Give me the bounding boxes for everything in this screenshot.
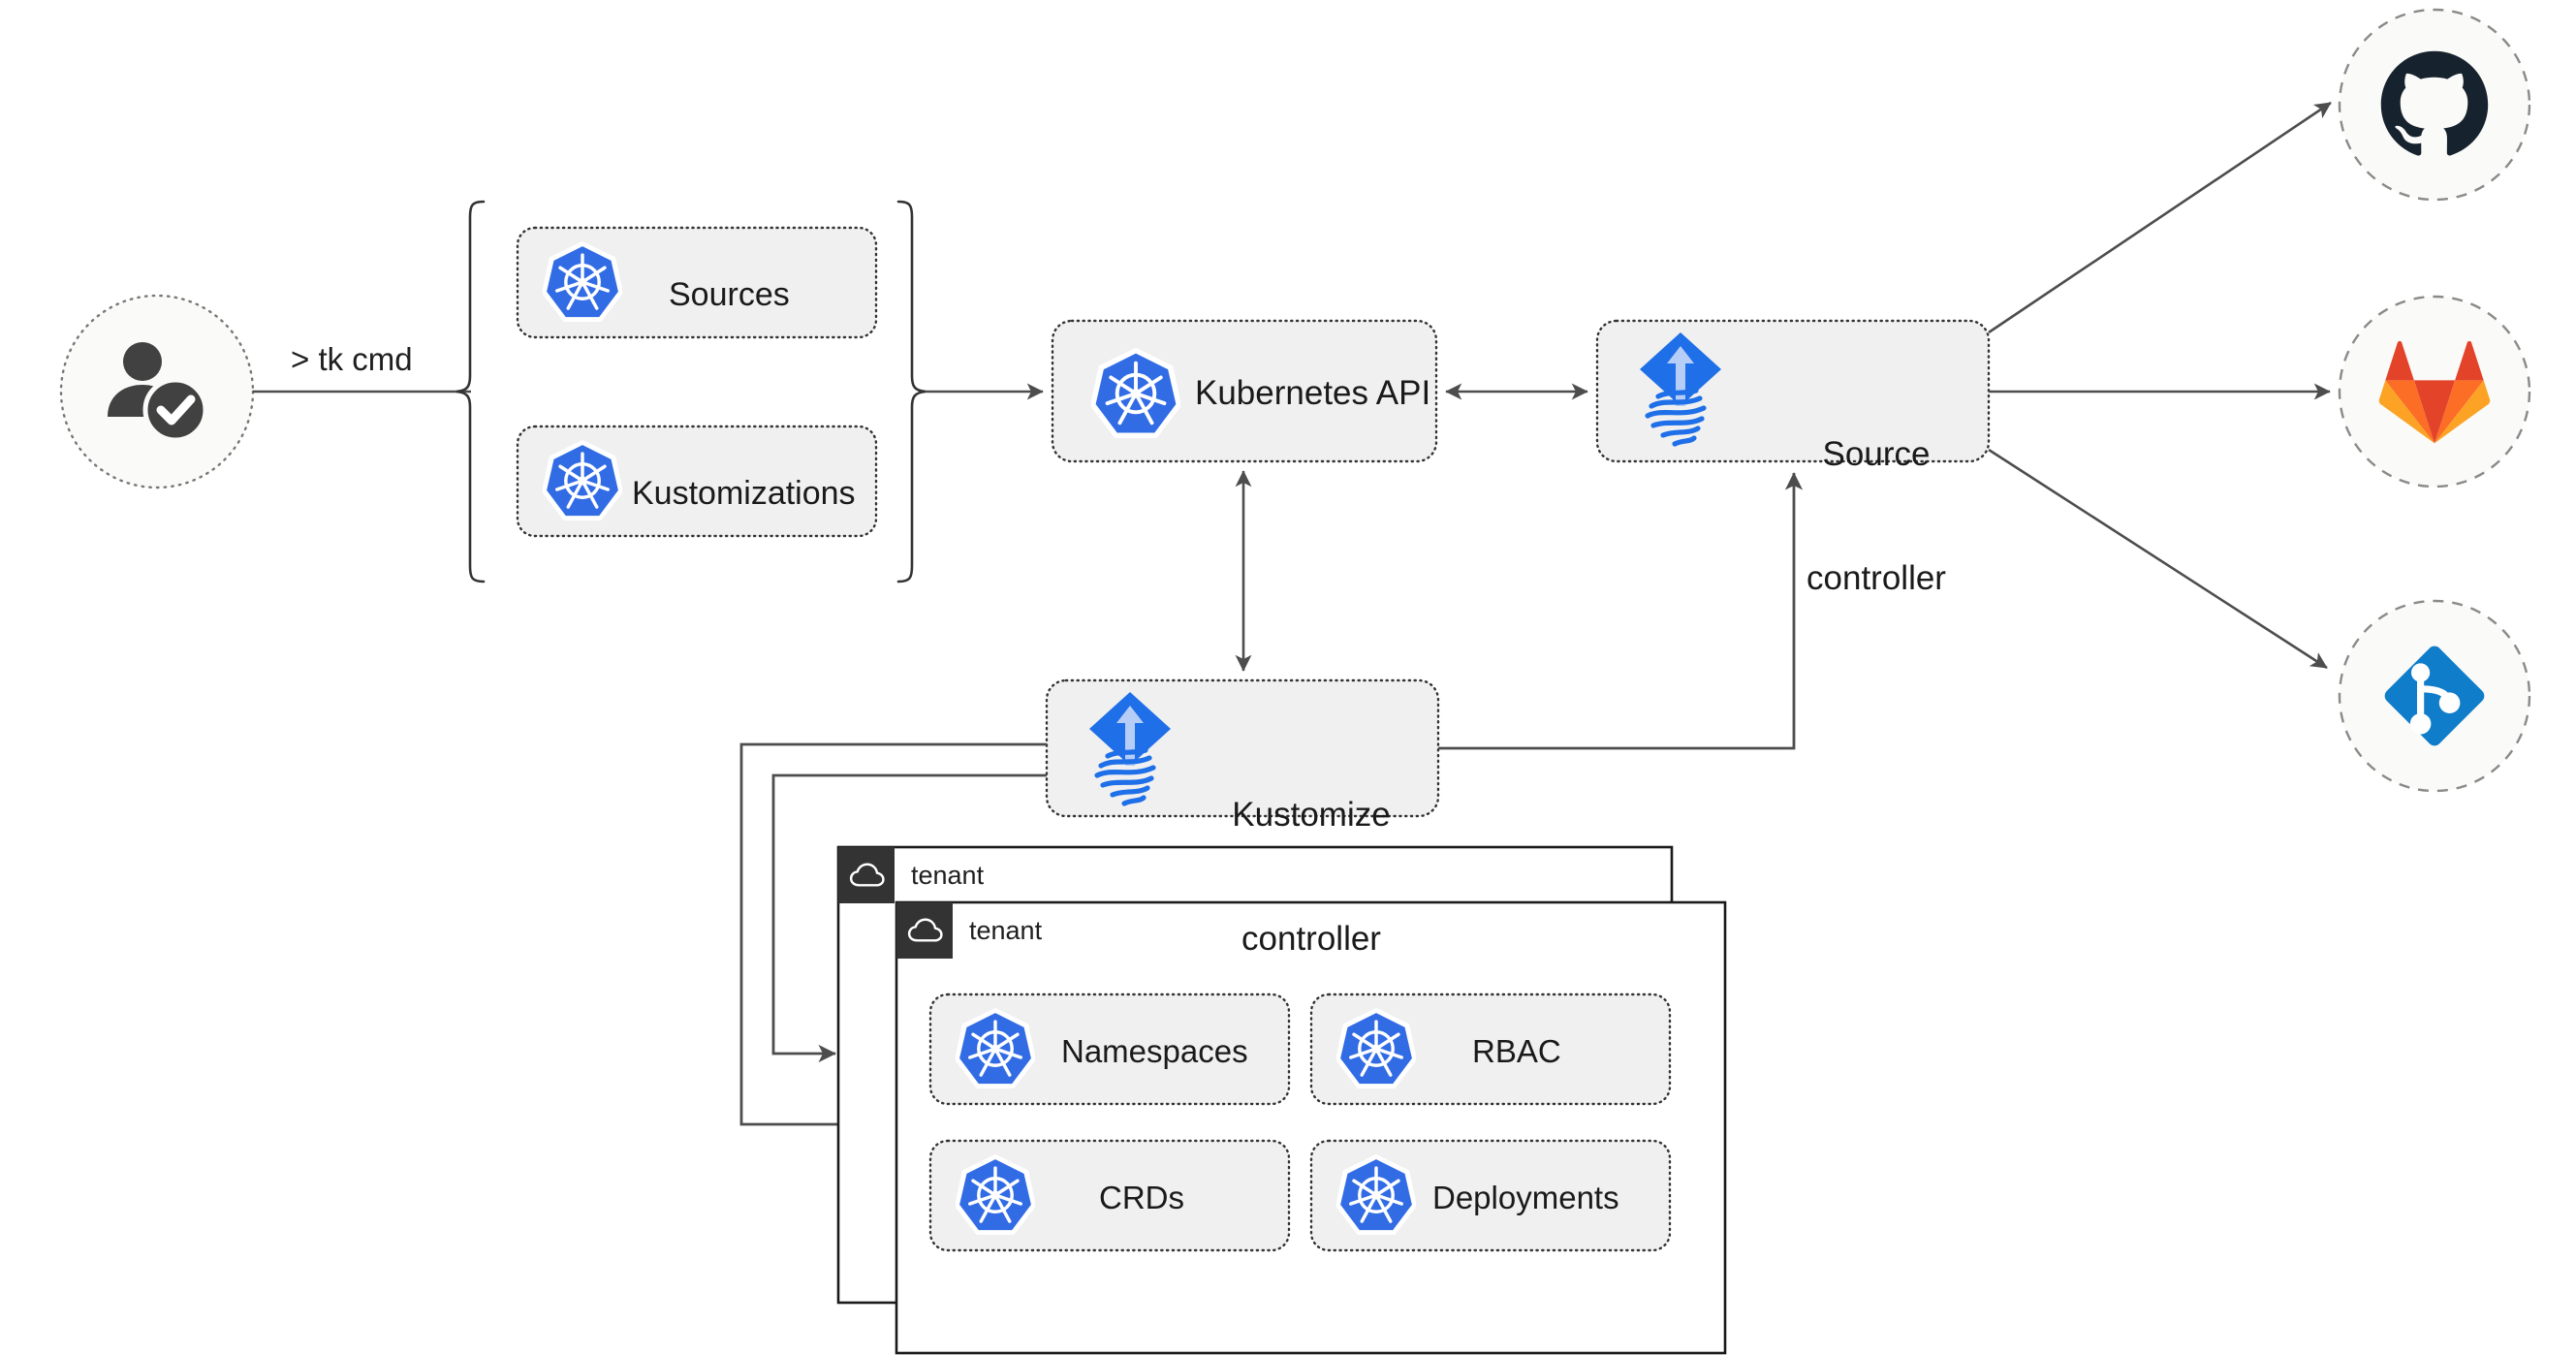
kubernetes-icon xyxy=(956,1008,1035,1089)
tenant-front-title: tenant xyxy=(969,916,1043,945)
namespaces-label: Namespaces xyxy=(1061,1033,1248,1069)
flux-icon xyxy=(1082,690,1178,810)
kustomize-controller-label-line2: controller xyxy=(1241,920,1381,959)
source-controller-label: Source controller xyxy=(1789,352,1963,683)
sources-label: Sources xyxy=(669,276,790,313)
kubernetes-icon xyxy=(1336,1154,1416,1236)
deployments-label: Deployments xyxy=(1432,1180,1619,1215)
tenant-front-header-icon-bg xyxy=(896,902,953,959)
brace-right xyxy=(896,200,927,583)
tenant-back-title: tenant xyxy=(911,861,985,890)
edge-kustomize-to-tenant-back xyxy=(739,742,1047,1134)
edge-kustomize-to-tenant-front xyxy=(771,773,1047,1063)
kustomize-controller-label-line1: Kustomize xyxy=(1232,796,1391,835)
github-icon xyxy=(2376,47,2493,163)
rbac-label: RBAC xyxy=(1472,1033,1561,1069)
flux-icon xyxy=(1632,331,1729,451)
kubernetes-icon xyxy=(543,440,622,521)
kubernetes-icon xyxy=(956,1154,1035,1236)
edge-source-to-github xyxy=(1988,101,2332,334)
source-controller-label-line1: Source xyxy=(1822,435,1931,474)
kubernetes-icon xyxy=(1091,348,1180,439)
cloud-icon xyxy=(907,916,944,945)
kubernetes-api-label: Kubernetes API xyxy=(1195,374,1431,412)
crds-label: CRDs xyxy=(1099,1180,1184,1215)
cloud-icon xyxy=(849,861,886,890)
edge-source-to-git xyxy=(1988,448,2328,670)
gitlab-icon xyxy=(2378,337,2491,446)
edge-kustomize-to-source-controller xyxy=(1438,472,1804,750)
kustomizations-label: Kustomizations xyxy=(632,475,856,512)
brace-left xyxy=(456,200,486,583)
user-verified-icon xyxy=(105,341,209,444)
kustomize-controller-label: Kustomize controller xyxy=(1209,712,1413,1044)
tenant-front-box xyxy=(895,900,1727,1355)
tenant-back-header-icon-bg xyxy=(838,847,895,903)
source-controller-label-line2: controller xyxy=(1806,559,1946,598)
kubernetes-icon xyxy=(543,241,622,323)
git-repository-icon xyxy=(2376,638,2493,754)
cli-command-label: > tk cmd xyxy=(291,341,413,377)
kubernetes-icon xyxy=(1336,1008,1416,1089)
github-circle xyxy=(2338,8,2531,202)
